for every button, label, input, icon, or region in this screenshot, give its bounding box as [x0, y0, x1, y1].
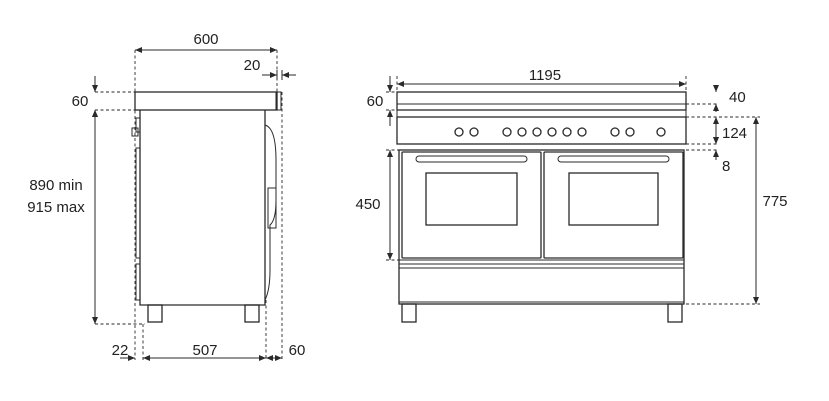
knob-icon — [625, 127, 635, 137]
knob-icon — [577, 127, 587, 137]
knob-icon — [562, 127, 572, 137]
knob-icon — [610, 127, 620, 137]
height-min-label: 890 min — [29, 177, 82, 194]
front-top-thickness-label: 60 — [367, 93, 384, 110]
knob-icon — [469, 127, 479, 137]
knob-icon — [656, 127, 666, 137]
body-height-label: 775 — [762, 193, 787, 210]
body-depth-label: 507 — [192, 342, 217, 359]
worktop-thickness-label: 60 — [72, 93, 89, 110]
foot-offset-label: 22 — [112, 342, 129, 359]
control-knobs — [454, 127, 666, 137]
small-gap-label: 8 — [722, 158, 730, 175]
knob-icon — [532, 127, 542, 137]
front-width-label: 1195 — [529, 67, 561, 84]
knob-icon — [502, 127, 512, 137]
top-overhang-label: 20 — [244, 57, 261, 74]
side-view: 600 20 60 890 min 915 max 22 507 60 — [27, 31, 306, 361]
control-panel-label: 124 — [722, 125, 747, 142]
back-offset-label: 60 — [289, 342, 306, 359]
upper-gap-label: 40 — [729, 89, 746, 106]
side-width-label: 600 — [193, 31, 218, 48]
oven-height-label: 450 — [355, 196, 380, 213]
knob-icon — [517, 127, 527, 137]
height-max-label: 915 max — [27, 199, 85, 216]
knob-icon — [547, 127, 557, 137]
front-view: 1195 60 40 124 8 450 775 — [355, 67, 788, 323]
knob-icon — [454, 127, 464, 137]
